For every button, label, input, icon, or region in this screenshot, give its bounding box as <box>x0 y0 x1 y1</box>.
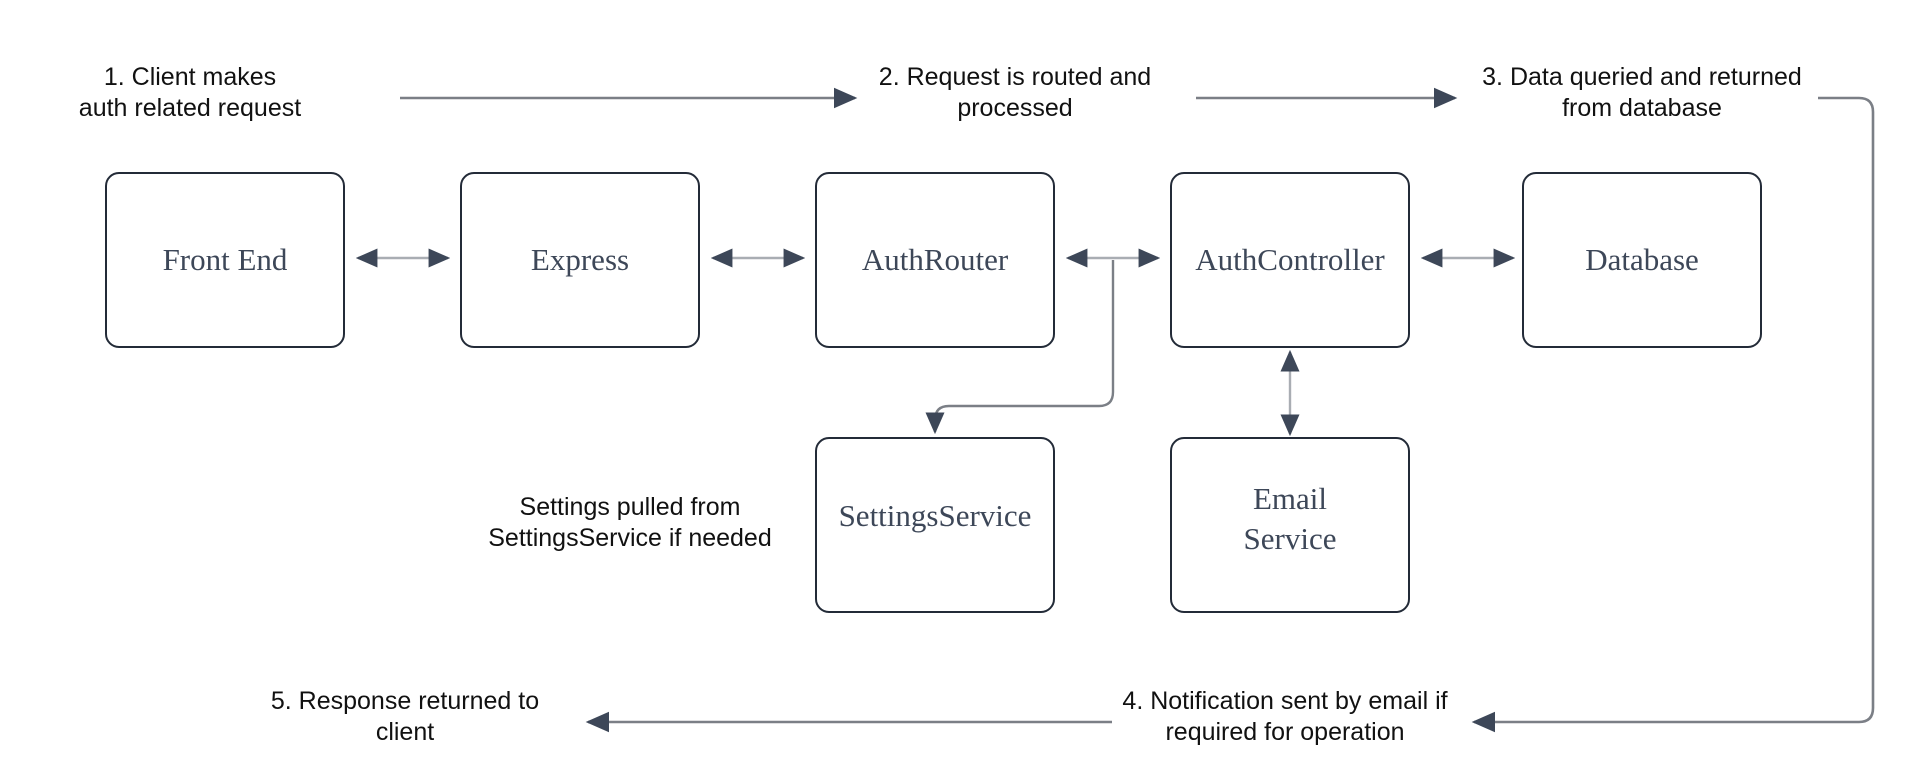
node-auth-router-label: AuthRouter <box>861 242 1009 278</box>
node-database[interactable]: Database <box>1522 172 1762 348</box>
settings-service-note: Settings pulled from SettingsService if … <box>488 493 772 553</box>
step-4-label: 4. Notification sent by email if require… <box>1122 687 1448 747</box>
node-email-service-label: Email Service <box>1243 481 1337 556</box>
node-auth-controller[interactable]: AuthController <box>1170 172 1410 348</box>
node-settings-service-label: SettingsService <box>838 498 1032 533</box>
node-express-label: Express <box>530 242 630 278</box>
node-database-label: Database <box>1585 242 1699 278</box>
step-3-label: 3. Data queried and returned from databa… <box>1482 63 1802 123</box>
node-email-service[interactable]: Email Service <box>1170 437 1410 613</box>
node-front-end-label: Front End <box>162 242 288 278</box>
node-auth-router[interactable]: AuthRouter <box>815 172 1055 348</box>
node-auth-controller-label: AuthController <box>1195 242 1385 278</box>
node-front-end[interactable]: Front End <box>105 172 345 348</box>
step-2-label: 2. Request is routed and processed <box>878 63 1152 123</box>
step-1-label: 1. Client makes auth related request <box>78 63 302 123</box>
step-5-label: 5. Response returned to client <box>270 687 540 747</box>
node-settings-service[interactable]: SettingsService <box>815 437 1055 613</box>
node-express[interactable]: Express <box>460 172 700 348</box>
